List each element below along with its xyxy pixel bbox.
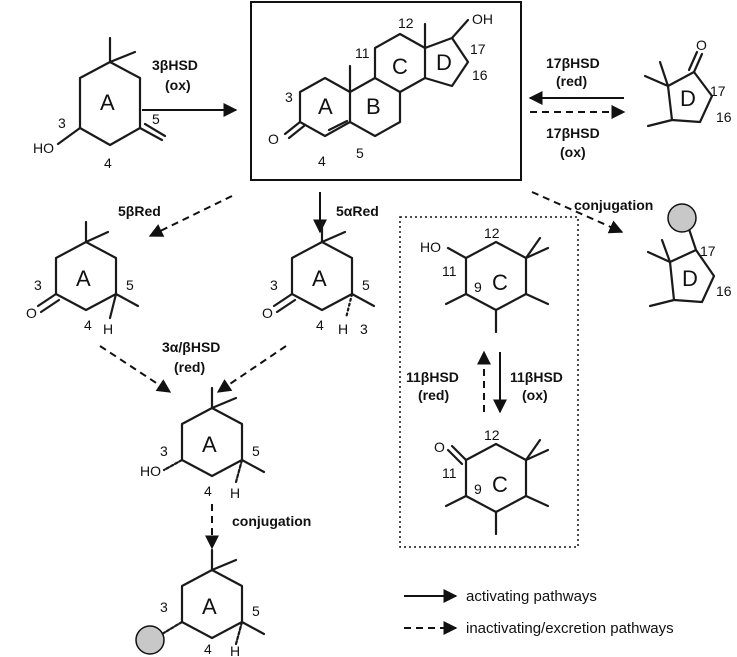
structure-17-keto: O D 17 16 — [643, 37, 732, 128]
locant-4: 4 — [104, 155, 112, 171]
arrow-17bhsd-red-ox: 17βHSD (red) 17βHSD (ox) — [528, 55, 626, 160]
ring-label-d: D — [680, 86, 696, 111]
structure-steroid-core: A B C D O OH 3 4 5 11 12 17 16 — [250, 1, 522, 181]
enzyme-11bhsd-ox-mode: (ox) — [522, 387, 548, 403]
structure-3-hydroxy-reduced: A HO H 3 5 4 — [140, 386, 266, 501]
locant-12: 12 — [484, 225, 500, 241]
conjugate-group — [667, 203, 697, 233]
oxo-label: O — [696, 37, 707, 53]
enzyme-17bhsd-ox: 17βHSD — [546, 125, 600, 141]
locant-3: 3 — [360, 321, 368, 337]
arrow-conjugation-top: conjugation — [531, 191, 653, 234]
arrow-5ared: 5αRed — [313, 192, 379, 234]
locant-4: 4 — [204, 641, 212, 657]
locant-3: 3 — [270, 277, 278, 293]
locant-16: 16 — [716, 283, 732, 299]
legend-activating: activating pathways — [466, 588, 597, 605]
enzyme-11bhsd-red-mode: (red) — [418, 387, 449, 403]
enzyme-3abhsd-red: (red) — [174, 359, 205, 375]
ring-label-d: D — [682, 266, 698, 291]
locant-3: 3 — [160, 443, 168, 459]
hydrogen-label: H — [230, 485, 240, 501]
box-11bhsd-interconversion: HO C 12 11 9 11βHSD (red) 11βHSD (ox) O … — [399, 216, 579, 548]
ring-label-c: C — [392, 54, 408, 79]
hydroxyl-label: HO — [33, 140, 54, 156]
arrow-3abhsd-red: 3α/βHSD (red) — [99, 339, 287, 393]
locant-9: 9 — [474, 481, 482, 497]
ring-label-d: D — [436, 50, 452, 75]
enzyme-3bhsd: 3βHSD — [152, 57, 198, 73]
locant-17: 17 — [710, 83, 726, 99]
oxo-label: O — [26, 305, 37, 321]
locant-11: 11 — [442, 465, 457, 481]
enzyme-3bhsd-ox: (ox) — [165, 77, 191, 93]
enzyme-17bhsd-red-mode: (red) — [556, 73, 587, 89]
locant-5: 5 — [252, 603, 260, 619]
enzyme-5ared: 5αRed — [336, 203, 379, 219]
legend-inactivating: inactivating/excretion pathways — [466, 620, 674, 637]
enzyme-11bhsd-ox: 11βHSD — [510, 369, 563, 385]
enzyme-11bhsd-red: 11βHSD — [406, 369, 459, 385]
enzyme-5bred: 5βRed — [118, 203, 161, 219]
locant-4: 4 — [84, 317, 92, 333]
locant-4: 4 — [204, 483, 212, 499]
locant-9: 9 — [474, 279, 482, 295]
structure-conjugated-a-ring: A H 3 5 4 — [135, 548, 266, 657]
oxo-label: O — [434, 439, 445, 455]
locant-12: 12 — [484, 427, 500, 443]
locant-3: 3 — [160, 599, 168, 615]
enzyme-17bhsd-ox-mode: (ox) — [560, 144, 586, 160]
ring-label-a: A — [318, 94, 333, 119]
enzyme-17bhsd-red: 17βHSD — [546, 55, 600, 71]
locant-4: 4 — [318, 153, 326, 169]
locant-5: 5 — [252, 443, 260, 459]
locant-5: 5 — [356, 145, 364, 161]
enzyme-conjugation-top: conjugation — [574, 197, 653, 213]
locant-16: 16 — [716, 109, 732, 125]
structure-5alpha-3-keto: A O H 3 5 4 3 — [262, 220, 376, 337]
locant-17: 17 — [700, 243, 716, 259]
structure-5beta-3-keto: A O H 3 5 4 — [26, 220, 140, 337]
hydroxyl-label: OH — [472, 11, 493, 27]
locant-12: 12 — [398, 15, 414, 31]
arrow-conjugation-bottom: conjugation — [205, 504, 311, 550]
ring-label-a: A — [202, 594, 217, 619]
oxo-label: O — [268, 131, 279, 147]
oxo-label: O — [262, 305, 273, 321]
hydroxyl-label: HO — [420, 239, 441, 255]
locant-3: 3 — [58, 115, 66, 131]
structure-3beta-hydroxy-5-ene: A HO 3 5 4 — [33, 36, 167, 171]
locant-5: 5 — [362, 277, 370, 293]
locant-3: 3 — [34, 277, 42, 293]
ring-label-a: A — [202, 432, 217, 457]
locant-4: 4 — [316, 317, 324, 333]
legend: activating pathways inactivating/excreti… — [404, 588, 674, 637]
ring-label-c: C — [492, 270, 508, 295]
ring-label-a: A — [76, 266, 91, 291]
ring-label-a: A — [312, 266, 327, 291]
conjugate-group — [135, 625, 165, 655]
locant-17: 17 — [470, 41, 486, 57]
locant-11: 11 — [442, 263, 457, 279]
arrow-3bhsd-ox: 3βHSD (ox) — [142, 57, 238, 117]
locant-16: 16 — [472, 67, 488, 83]
ring-label-c: C — [492, 472, 508, 497]
hydrogen-label: H — [103, 321, 113, 337]
ring-label-a: A — [100, 90, 115, 115]
locant-11: 11 — [355, 45, 370, 61]
enzyme-conjugation-bottom: conjugation — [232, 513, 311, 529]
locant-5: 5 — [152, 111, 160, 127]
hydroxyl-label: HO — [140, 463, 161, 479]
ring-label-b: B — [366, 94, 381, 119]
locant-3: 3 — [285, 89, 293, 105]
enzyme-3abhsd: 3α/βHSD — [162, 339, 220, 355]
arrow-5bred: 5βRed — [118, 195, 233, 237]
locant-5: 5 — [126, 277, 134, 293]
hydrogen-label: H — [230, 643, 240, 657]
hydrogen-label: H — [338, 321, 348, 337]
structure-conjugated-d-ring: D 17 16 — [646, 203, 732, 308]
